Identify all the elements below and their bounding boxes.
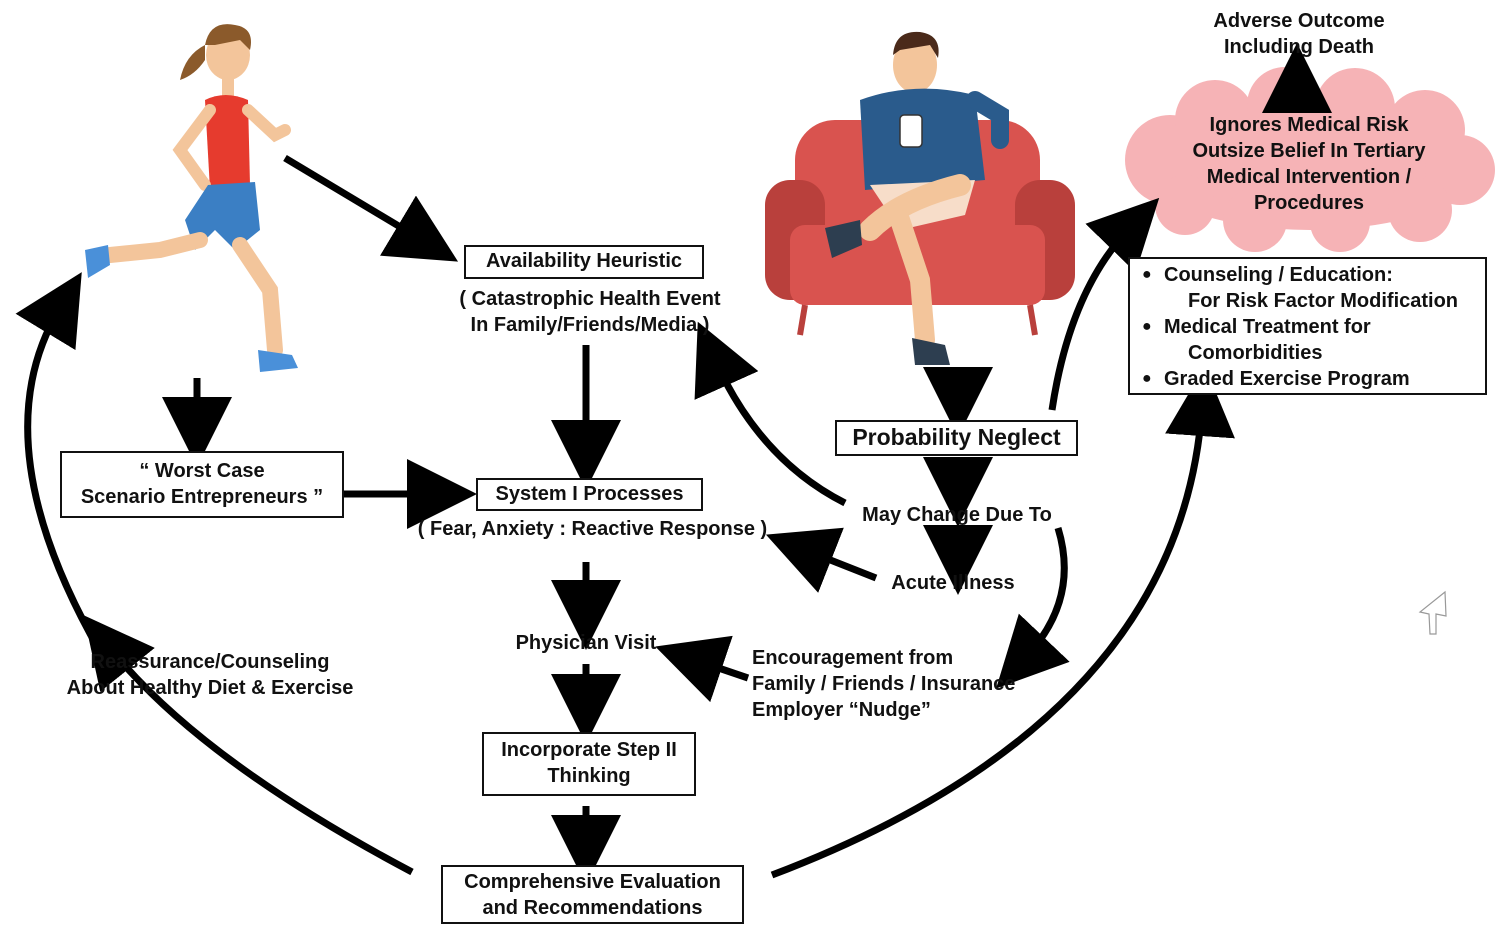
list-item: Counseling / Education: For Risk Factor … (1136, 262, 1479, 314)
runner-illustration (85, 24, 298, 372)
list-item: Graded Exercise Program (1136, 366, 1479, 392)
couch-man-illustration (765, 31, 1075, 365)
acute-illness-label: Acute Illness (891, 572, 1015, 594)
system1-box: System I Processes (476, 478, 703, 511)
may-change-label: May Change Due To (862, 504, 1052, 526)
counseling-list-box: Counseling / Education: For Risk Factor … (1128, 257, 1487, 395)
probability-neglect-box: Probability Neglect (835, 420, 1078, 456)
system1-detail: ( Fear, Anxiety : Reactive Response ) (417, 518, 768, 540)
list-item: Medical Treatment for Comorbidities (1136, 314, 1479, 366)
cursor-icon (1418, 590, 1447, 635)
physician-visit-label: Physician Visit (515, 632, 657, 654)
availability-heuristic-box: Availability Heuristic (464, 245, 704, 279)
counseling-list: Counseling / Education: For Risk Factor … (1136, 262, 1479, 392)
arrows (15, 43, 1332, 885)
